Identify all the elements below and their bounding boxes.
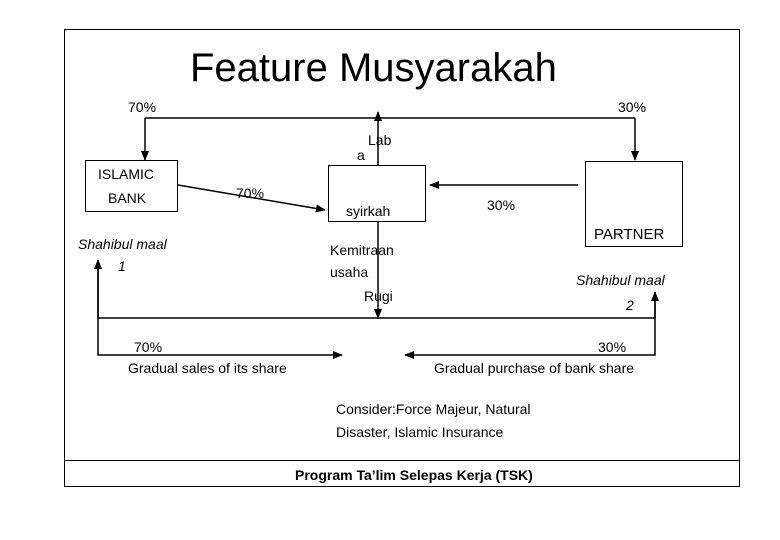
- bottom-left-percent: 70%: [134, 339, 163, 355]
- bottom-left-caption: Gradual sales of its share: [128, 360, 287, 376]
- bottom-right-percent: 30%: [598, 339, 627, 355]
- top-right-percent: 30%: [618, 99, 647, 115]
- partner-box: [585, 161, 683, 247]
- shahibul-maal-1-line2: 1: [118, 258, 126, 274]
- syirkah-label: syirkah: [346, 203, 391, 219]
- page-title: Feature Musyarakah: [190, 46, 557, 90]
- bank-contribution-percent: 70%: [236, 185, 265, 201]
- arrow-gradual-sales: [97, 260, 343, 359]
- kemitraan-line2: usaha: [330, 264, 369, 280]
- shahibul-maal-2-line2: 2: [626, 297, 634, 313]
- consider-line2: Disaster, Islamic Insurance: [336, 424, 504, 440]
- partner-contribution-percent: 30%: [487, 197, 516, 213]
- laba-label-bottom: a: [357, 147, 365, 163]
- rugi-label: Rugi: [364, 288, 393, 304]
- shahibul-maal-1-line1: Shahibul maal: [78, 236, 167, 252]
- arrow-gradual-purchase: [404, 292, 656, 359]
- footer-text: Program Ta’lim Selepas Kerja (TSK): [295, 467, 533, 483]
- slide-frame: [64, 29, 740, 487]
- shahibul-maal-2-line1: Shahibul maal: [576, 272, 665, 288]
- syirkah-box: [328, 165, 426, 222]
- bank-label-line1: ISLAMIC: [98, 166, 155, 182]
- bottom-right-caption: Gradual purchase of bank share: [434, 360, 635, 376]
- islamic-bank-box: [85, 160, 178, 212]
- arrow-bank-contribution: [177, 184, 326, 213]
- kemitraan-line1: Kemitraan: [330, 242, 394, 258]
- footer-divider: [64, 460, 740, 461]
- top-left-percent: 70%: [128, 99, 157, 115]
- bank-label-line2: BANK: [108, 190, 147, 206]
- consider-line1: Consider:Force Majeur, Natural: [336, 401, 531, 417]
- laba-label-top: Lab: [368, 132, 392, 148]
- partner-label: PARTNER: [594, 226, 665, 243]
